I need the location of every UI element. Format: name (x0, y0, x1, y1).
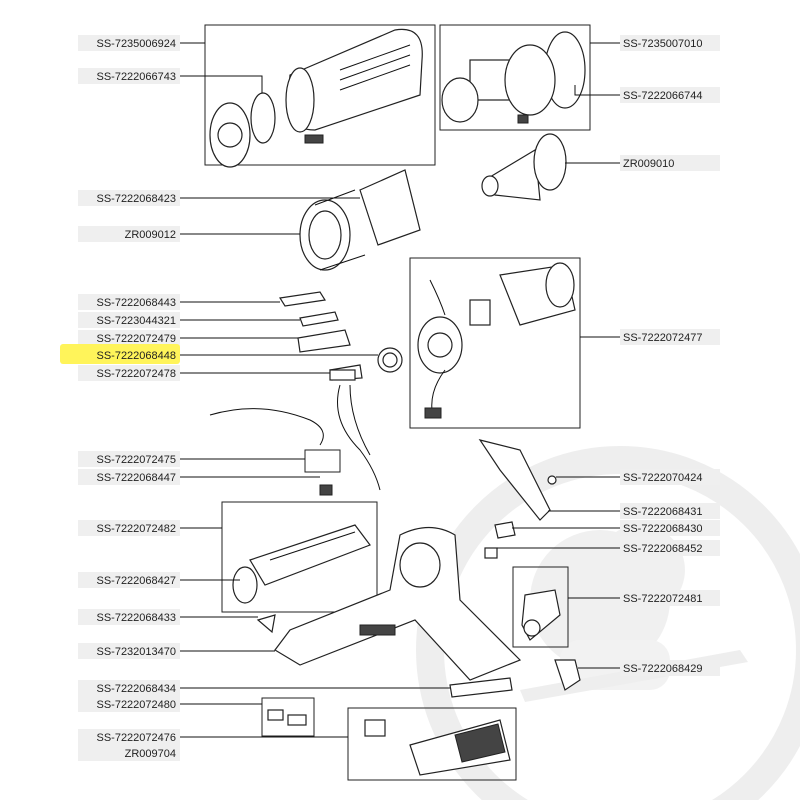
leader-lines-right (497, 42, 620, 669)
part-label[interactable]: SS-7235007010 (623, 38, 703, 50)
part-label[interactable]: SS-7223044321 (96, 315, 176, 327)
part-label[interactable]: SS-7222068443 (96, 297, 176, 309)
pre-filter-drawing (481, 133, 567, 201)
group-box-motor (409, 257, 581, 429)
tube-drawing (232, 524, 371, 604)
part-label[interactable]: ZR009704 (125, 748, 176, 760)
part-label[interactable]: SS-7222072480 (96, 699, 176, 711)
group-box-filter (439, 24, 591, 131)
part-label[interactable]: ZR009010 (623, 158, 674, 170)
part-label[interactable]: SS-7235006924 (96, 38, 176, 50)
leader-lines-left (180, 42, 450, 738)
highlight-marker (60, 344, 180, 364)
part-label[interactable]: SS-7222068452 (623, 543, 703, 555)
part-label[interactable]: SS-7222068430 (623, 523, 703, 535)
battery-drawing (267, 677, 513, 776)
part-label[interactable]: SS-7222072477 (623, 332, 703, 344)
right-labels: SS-7235007010 SS-7222066744 ZR009010 SS-… (623, 38, 703, 675)
group-box-trigger (512, 566, 569, 648)
part-label[interactable]: SS-7222072475 (96, 454, 176, 466)
group-box-tube (221, 501, 378, 613)
part-label[interactable]: SS-7222072479 (96, 333, 176, 345)
handle-cover-drawing (478, 439, 557, 559)
motor-drawing (417, 262, 576, 419)
part-label[interactable]: SS-7222066744 (623, 90, 703, 102)
small-clips-drawing (279, 291, 403, 381)
part-label[interactable]: SS-7222068431 (623, 506, 703, 518)
left-labels: SS-7235006924 SS-7222066743 SS-722206842… (96, 38, 176, 760)
label-backgrounds (60, 35, 720, 761)
group-box-battery (347, 707, 517, 781)
group-box-clips (261, 697, 315, 737)
part-label[interactable]: SS-7222072476 (96, 732, 176, 744)
part-label[interactable]: SS-7222068434 (96, 683, 176, 695)
part-label-highlighted[interactable]: SS-7222068448 (96, 350, 176, 362)
part-label[interactable]: SS-7222066743 (96, 71, 176, 83)
filter-cylinder-drawing (299, 169, 421, 271)
part-label[interactable]: SS-7222068447 (96, 472, 176, 484)
trigger-drawing (521, 589, 581, 691)
part-label[interactable]: SS-7222068433 (96, 612, 176, 624)
part-label[interactable]: ZR009012 (125, 229, 176, 241)
part-label[interactable]: SS-7222068429 (623, 663, 703, 675)
wiring-drawing (209, 369, 381, 496)
cyclone-bin-drawing (209, 28, 423, 168)
part-label[interactable]: SS-7222072481 (623, 593, 703, 605)
part-label[interactable]: SS-7222072482 (96, 523, 176, 535)
filter-drawing (441, 31, 586, 124)
part-label[interactable]: SS-7222068427 (96, 575, 176, 587)
part-label[interactable]: SS-7222068423 (96, 193, 176, 205)
part-label[interactable]: SS-7232013470 (96, 646, 176, 658)
group-box-cyclone (204, 24, 436, 166)
group-box-small-part (304, 449, 341, 473)
part-label[interactable]: SS-7222072478 (96, 368, 176, 380)
part-label[interactable]: SS-7222070424 (623, 472, 703, 484)
handle-body-drawing (256, 526, 522, 681)
